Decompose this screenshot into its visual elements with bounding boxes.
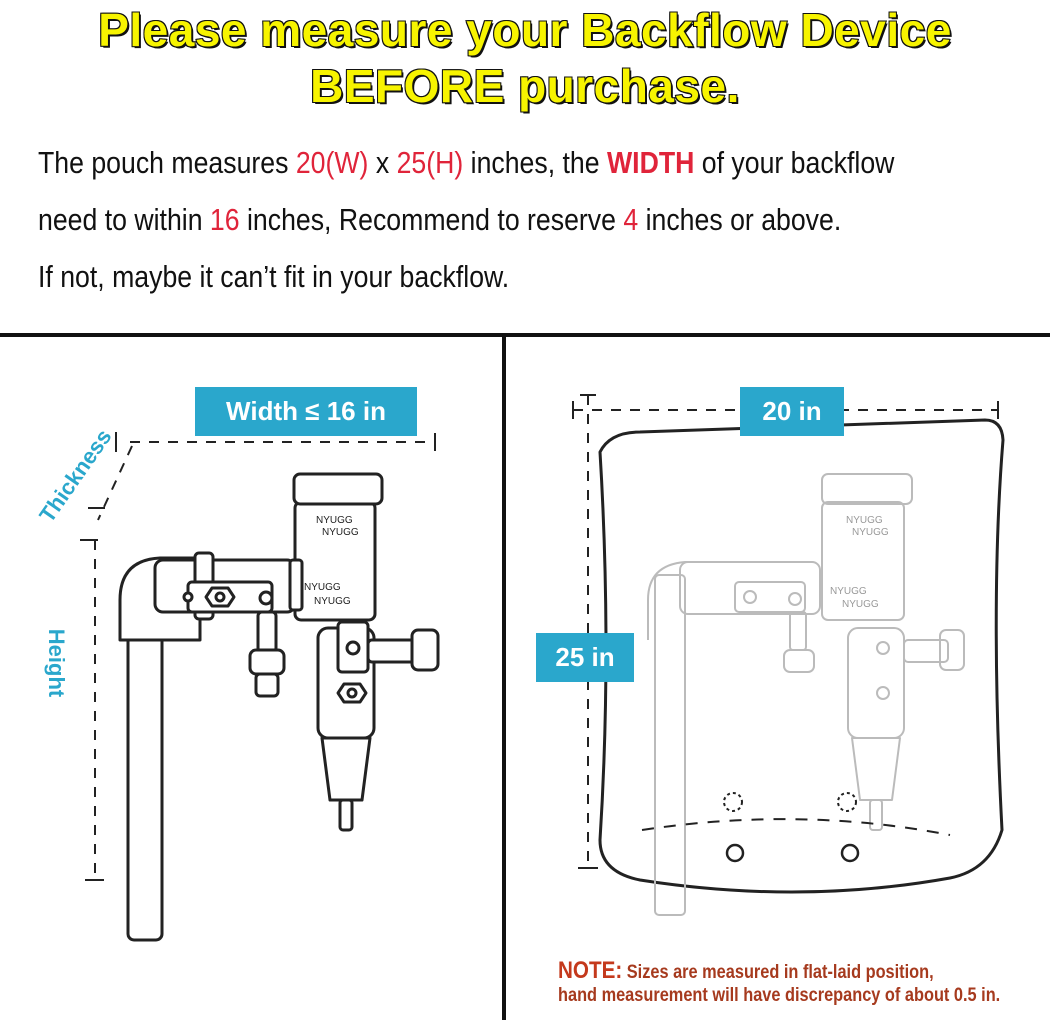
- grommet-icon: [725, 843, 745, 863]
- width-label: Width ≤ 16 in: [195, 387, 417, 436]
- valve-brand-text: NYUGG: [846, 515, 883, 526]
- drawstring-line: [641, 818, 951, 836]
- headline-line-2: BEFORE purchase.: [309, 59, 740, 113]
- note-lead: NOTE:: [558, 957, 623, 984]
- valve-brand-text: NYUGG: [322, 527, 359, 538]
- note-line-2: hand measurement will have discrepancy o…: [558, 985, 1001, 1006]
- grommet-icon: [837, 792, 857, 812]
- pouch-height-label: 25 in: [536, 633, 634, 682]
- instruction-line-3: If not, maybe it can’t fit in your backf…: [38, 259, 510, 294]
- backflow-device-left: [118, 472, 440, 942]
- grommet-icon: [723, 792, 743, 812]
- backflow-device-ghost: [647, 473, 965, 916]
- note-line-1: NOTE: Sizes are measured in flat-laid po…: [558, 957, 934, 985]
- headline-line-1: Please measure your Backflow Device: [97, 3, 952, 57]
- instruction-text: The pouch measures: [38, 145, 296, 180]
- pouch-outline: [598, 418, 1005, 894]
- valve-brand-text: NYUGG: [852, 527, 889, 538]
- instruction-text: x: [368, 145, 397, 180]
- vertical-divider: [502, 335, 506, 1020]
- height-label: Height: [44, 628, 70, 698]
- instruction-line-1: The pouch measures 20(W) x 25(H) inches,…: [38, 144, 894, 182]
- horizontal-divider: [0, 333, 1050, 337]
- grommet-icon: [840, 843, 860, 863]
- max-width-value: 16: [209, 202, 240, 237]
- valve-brand-text: NYUGG: [842, 599, 879, 610]
- width-emphasis: WIDTH: [606, 145, 695, 180]
- instruction-text: inches, the: [463, 145, 607, 180]
- left-dimension-lines: [80, 432, 436, 881]
- valve-brand-text: NYUGG: [316, 515, 353, 526]
- valve-brand-text: NYUGG: [830, 586, 867, 597]
- instruction-line-2: need to within 16 inches, Recommend to r…: [38, 201, 841, 239]
- instruction-text: inches or above.: [638, 202, 842, 237]
- pouch-width-value: 20(W): [295, 145, 369, 180]
- reserve-value: 4: [623, 202, 639, 237]
- note-text: Sizes are measured in flat-laid position…: [622, 962, 934, 983]
- instruction-text: inches, Recommend to reserve: [239, 202, 624, 237]
- pouch-height-value: 25(H): [396, 145, 464, 180]
- instruction-text: of your backflow: [694, 145, 895, 180]
- instruction-text: need to within: [38, 202, 210, 237]
- valve-brand-text: NYUGG: [314, 596, 351, 607]
- pouch-width-label: 20 in: [740, 387, 844, 436]
- valve-brand-text: NYUGG: [304, 582, 341, 593]
